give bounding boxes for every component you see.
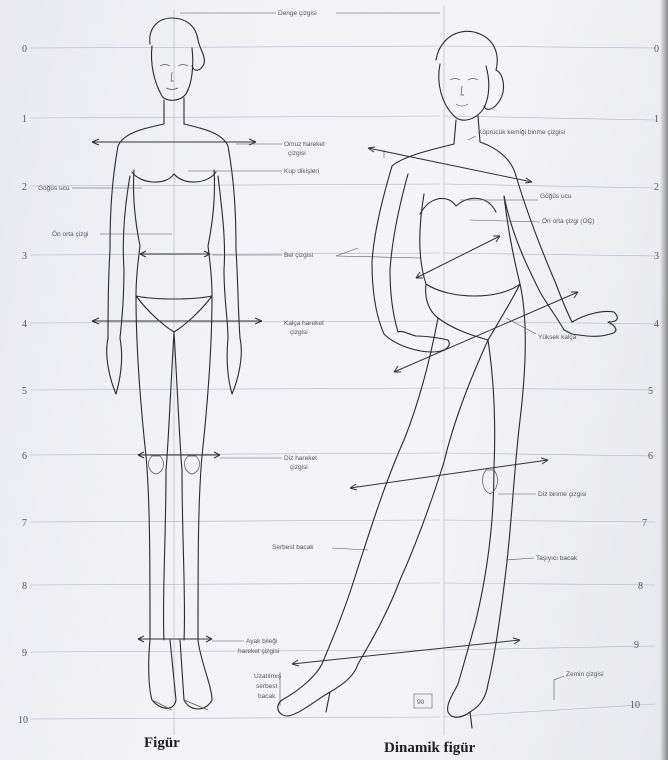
svg-text:serbest: serbest	[256, 683, 278, 690]
page-number: 90	[417, 699, 425, 706]
svg-text:5: 5	[22, 386, 27, 397]
proportion-guides	[30, 5, 655, 735]
svg-text:3: 3	[22, 251, 27, 262]
right-scale: 0 1 2 3 4 5 6 7 8 9 10	[630, 44, 659, 711]
svg-text:Kup dikişleri: Kup dikişleri	[284, 168, 319, 175]
svg-text:7: 7	[642, 518, 647, 529]
svg-text:4: 4	[22, 319, 27, 330]
svg-text:Omuz hareket: Omuz hareket	[284, 141, 325, 148]
svg-text:0: 0	[22, 44, 27, 55]
svg-text:9: 9	[634, 640, 639, 651]
svg-text:çizgisi: çizgisi	[290, 329, 308, 336]
svg-text:Taşıyıcı bacak: Taşıyıcı bacak	[536, 555, 578, 562]
caption-dinamik-figur: Dinamik figür	[384, 740, 476, 756]
svg-text:8: 8	[22, 581, 27, 592]
svg-text:Uzatılmış: Uzatılmış	[254, 673, 282, 680]
svg-text:4: 4	[654, 319, 659, 330]
left-labels: Omuz hareket çizgisi Kup dikişleri Göğüs…	[38, 141, 420, 706]
svg-text:Göğüs ucu: Göğüs ucu	[540, 193, 572, 200]
svg-text:10: 10	[18, 715, 28, 726]
svg-text:Bel çizgisi: Bel çizgisi	[284, 252, 313, 259]
svg-text:3: 3	[654, 251, 659, 262]
svg-text:10: 10	[630, 700, 640, 711]
svg-text:Yüksek kalça: Yüksek kalça	[538, 334, 577, 341]
svg-text:1: 1	[654, 114, 659, 125]
left-scale: 0 1 2 3 4 5 6 7 8 9 10	[18, 44, 28, 726]
svg-text:2: 2	[654, 182, 659, 193]
svg-text:Ön orta çizgi: Ön orta çizgi	[52, 230, 89, 238]
svg-text:çizgisi: çizgisi	[290, 464, 308, 471]
svg-text:Kalça hareket: Kalça hareket	[284, 320, 324, 327]
svg-text:Ayak bileği: Ayak bileği	[246, 638, 277, 645]
svg-text:5: 5	[648, 386, 653, 397]
svg-text:2: 2	[22, 182, 27, 193]
svg-text:bacak: bacak	[258, 693, 276, 700]
svg-text:1: 1	[22, 114, 27, 125]
svg-text:7: 7	[22, 518, 27, 529]
dynamic-figure	[278, 31, 618, 728]
svg-text:Köprücük kemiği binme çizgisi: Köprücük kemiği binme çizgisi	[478, 129, 565, 136]
svg-text:Diz hareket: Diz hareket	[284, 455, 317, 462]
balance-line-label: Denge çizgisi	[278, 10, 317, 17]
svg-text:hareket çizgisi: hareket çizgisi	[238, 648, 279, 655]
svg-text:6: 6	[648, 451, 653, 462]
svg-text:9: 9	[22, 648, 27, 659]
svg-text:Ön orta çizgi (OÇ): Ön orta çizgi (OÇ)	[542, 217, 594, 225]
svg-text:Serbest bacak: Serbest bacak	[272, 544, 314, 551]
svg-text:0: 0	[654, 44, 659, 55]
svg-text:8: 8	[638, 581, 643, 592]
right-motion-lines	[292, 147, 578, 666]
svg-text:6: 6	[22, 451, 27, 462]
svg-text:Zemin çizgisi: Zemin çizgisi	[566, 671, 604, 678]
caption-figur: Figür	[144, 735, 180, 751]
right-labels: Köprücük kemiği binme çizgisi Göğüs ucu …	[336, 129, 604, 700]
svg-text:Diz binme çizgisi: Diz binme çizgisi	[538, 491, 586, 498]
svg-text:Göğüs ucu: Göğüs ucu	[38, 185, 70, 192]
svg-text:çizgisi: çizgisi	[288, 150, 306, 157]
